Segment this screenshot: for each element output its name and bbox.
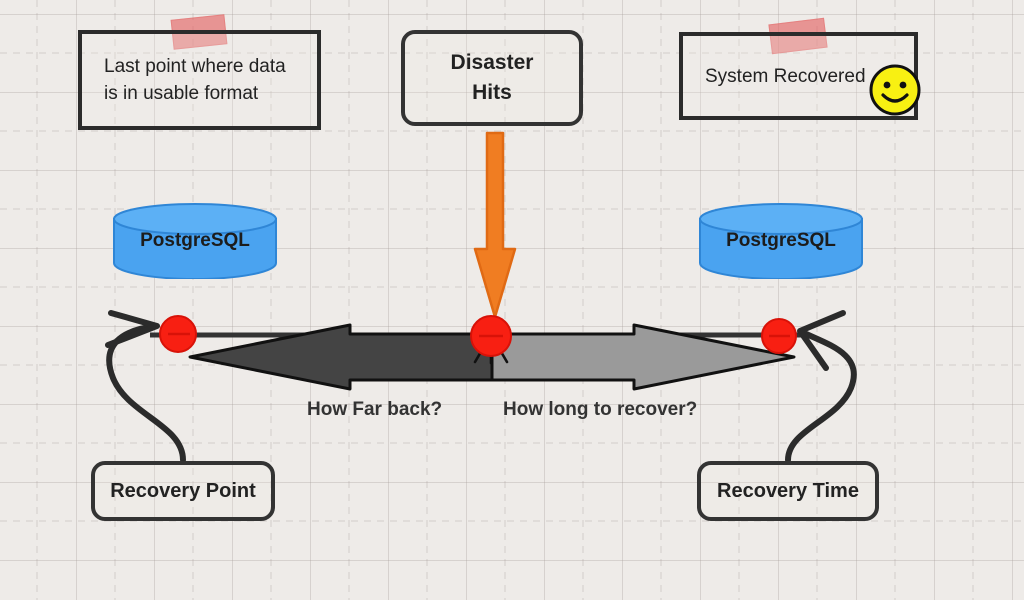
recovery-time-box: Recovery Time [697, 461, 879, 521]
how-long-to-recover-label: How long to recover? [503, 399, 698, 420]
last-point-text: Last point where data is in usable forma… [104, 56, 286, 104]
last-point-box: Last point where data is in usable forma… [78, 30, 321, 130]
system-recovered-text: System Recovered [705, 65, 866, 87]
recovery-time-text: Recovery Time [717, 480, 859, 502]
timeline-markers [159, 315, 797, 357]
disaster-hits-text: Disaster Hits [450, 51, 534, 104]
how-far-back-label: How Far back? [307, 399, 443, 420]
recovery-point-box: Recovery Point [91, 461, 275, 521]
database-cylinder-right [699, 203, 863, 279]
disaster-strike-arrow [473, 131, 517, 319]
smiley-face-icon [869, 64, 921, 116]
database-cylinder-left [113, 203, 277, 279]
disaster-hits-box: Disaster Hits [401, 30, 583, 126]
recovery-point-text: Recovery Point [110, 480, 256, 502]
